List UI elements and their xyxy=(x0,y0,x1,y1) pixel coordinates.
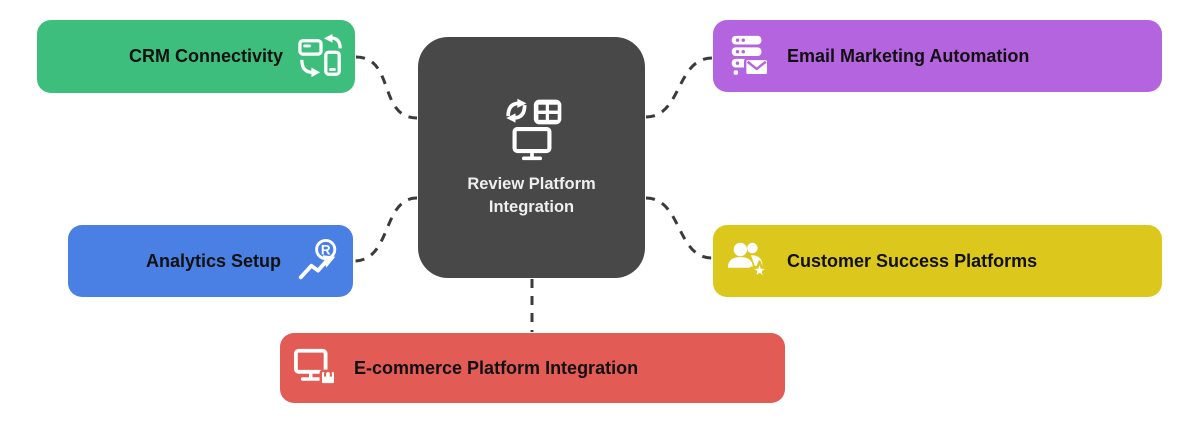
node-label: Customer Success Platforms xyxy=(787,250,1038,271)
device-sync-icon xyxy=(298,33,342,77)
node-label: Email Marketing Automation xyxy=(787,45,1030,66)
center-node-label: Review Platform Integration xyxy=(467,175,596,216)
node-email-marketing-automation: Email Marketing Automation xyxy=(713,20,1162,92)
node-customer-success-platforms: Customer Success Platforms xyxy=(713,225,1162,297)
svg-text:R: R xyxy=(321,242,331,257)
connector-customer-success xyxy=(645,196,713,260)
connector-email xyxy=(645,56,713,119)
registered-trend-icon: R xyxy=(298,238,337,280)
people-star-icon xyxy=(727,242,770,280)
monitor-sync-table-icon xyxy=(505,98,561,161)
server-mail-icon xyxy=(731,35,770,77)
node-label: Analytics Setup xyxy=(145,250,281,271)
node-label: E-commerce Platform Integration xyxy=(354,357,639,378)
node-label: CRM Connectivity xyxy=(128,46,283,66)
node-review-platform-integration: Review Platform Integration xyxy=(418,37,645,278)
connector-crm xyxy=(355,55,418,120)
node-ecommerce-platform-integration: E-commerce Platform Integration xyxy=(280,333,785,403)
node-crm-connectivity: CRM Connectivity xyxy=(37,20,355,93)
monitor-bag-icon xyxy=(293,348,337,386)
connector-analytics xyxy=(353,196,418,263)
node-analytics-setup: Analytics Setup R xyxy=(68,225,353,297)
